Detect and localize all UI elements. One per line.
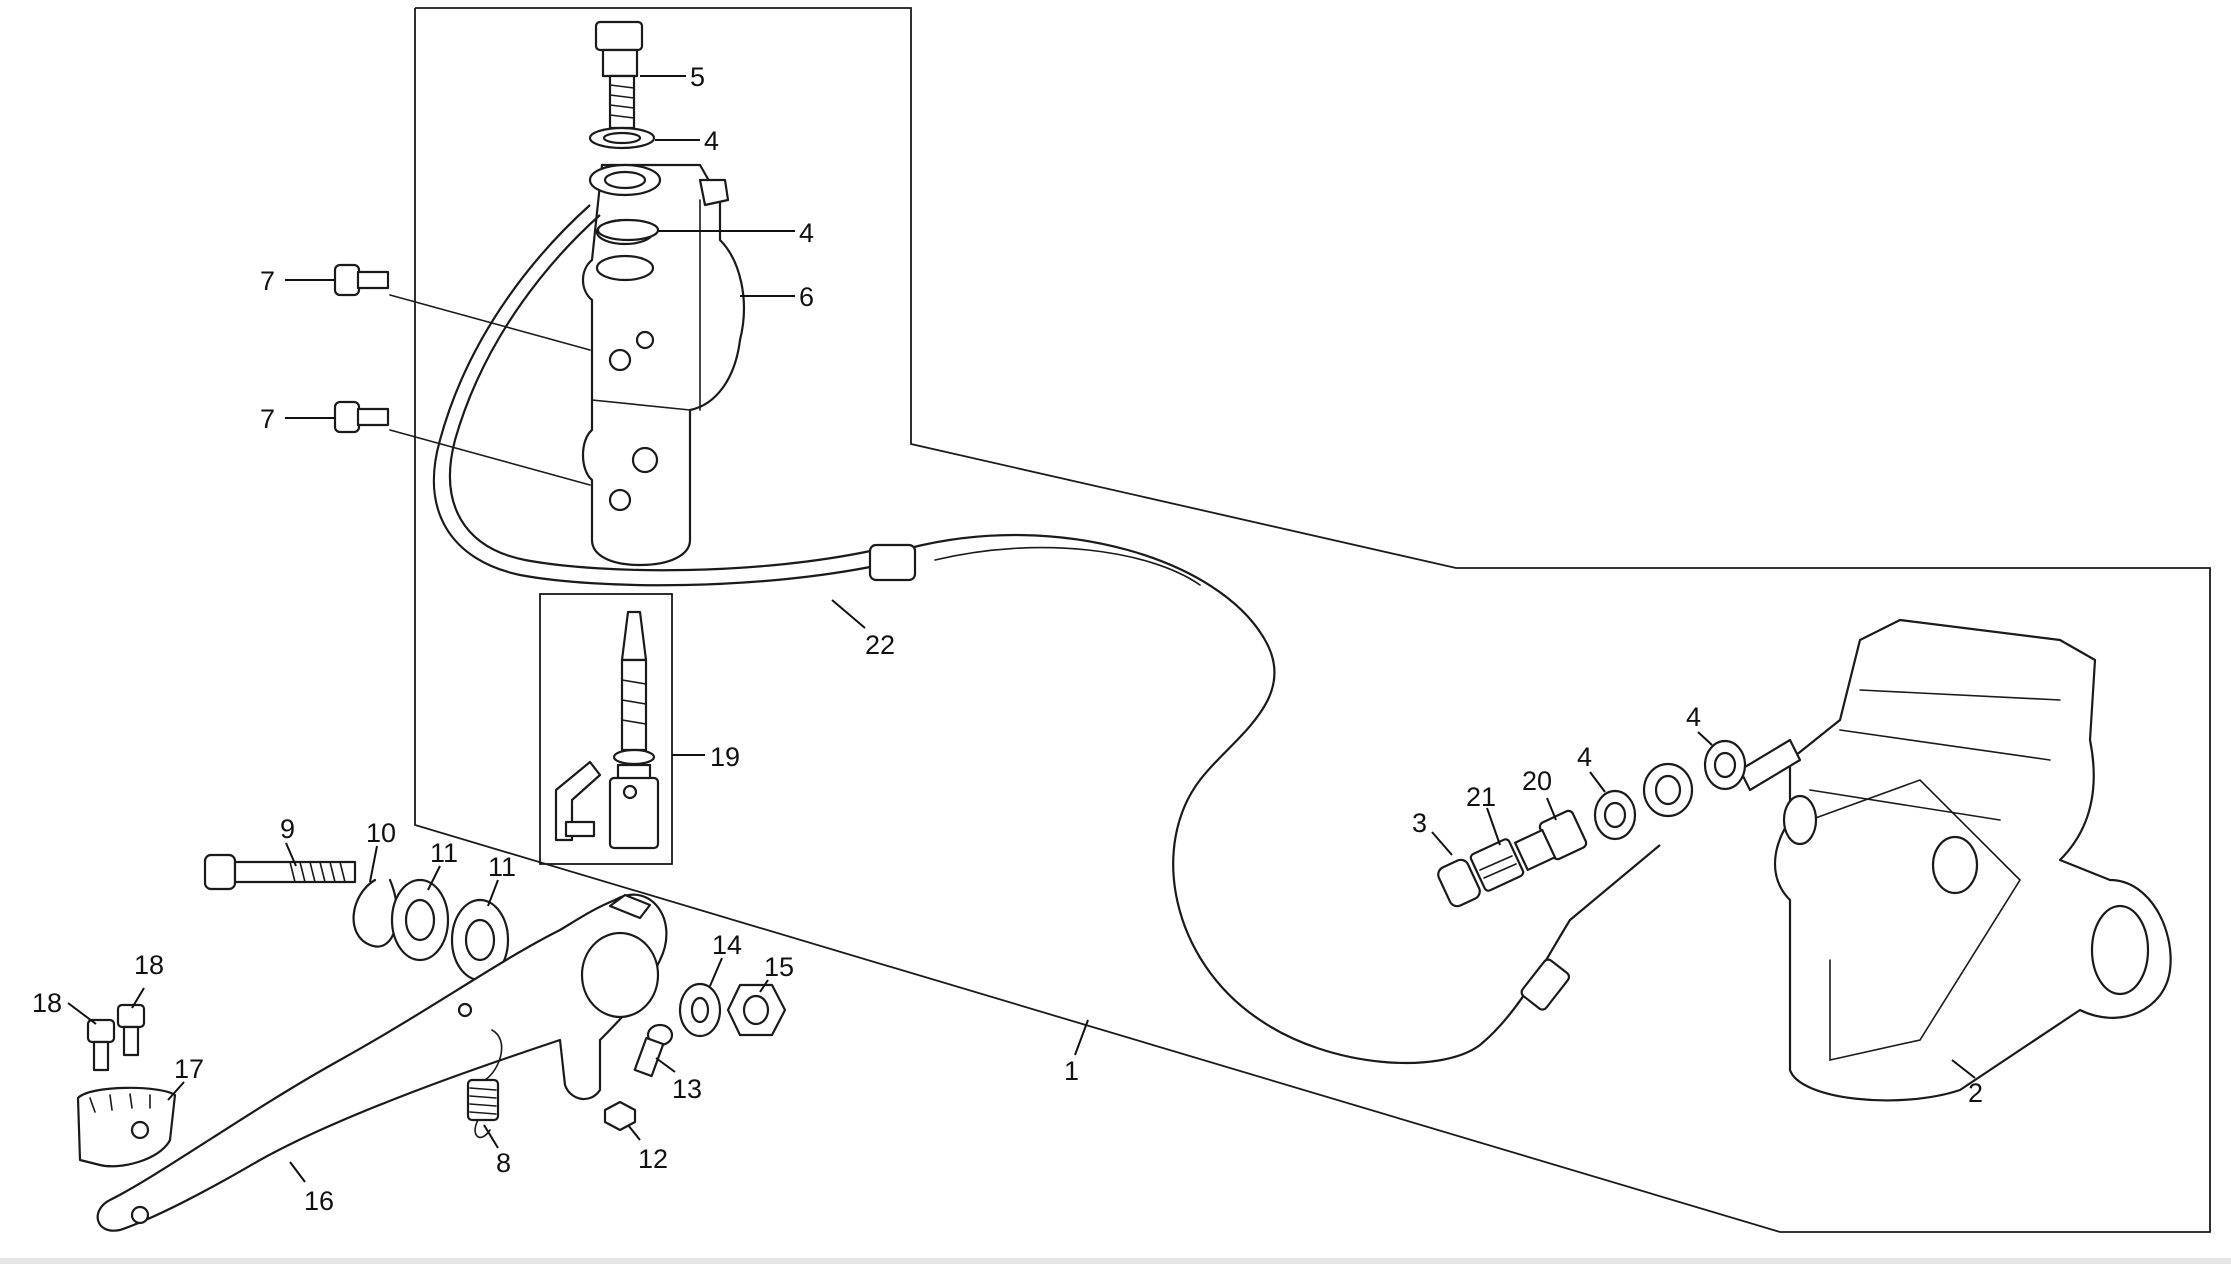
spring-8	[466, 1029, 503, 1139]
callout-3: 3	[1412, 808, 1427, 838]
leader-21	[1486, 807, 1501, 846]
callout-17: 17	[174, 1054, 204, 1084]
callout-8: 8	[496, 1148, 511, 1178]
banjo-bolt-5	[594, 20, 644, 130]
dust-cap-3	[1437, 858, 1481, 908]
leader-12	[627, 1124, 641, 1141]
callout-9: 9	[280, 814, 295, 844]
callout-10: 10	[366, 818, 396, 848]
leader-1	[1074, 1019, 1089, 1056]
bearing-11-left	[390, 878, 450, 962]
leader-9	[285, 842, 297, 867]
step-plate-17	[76, 1086, 177, 1168]
group-outline	[414, 7, 2211, 1233]
brake-line-1-inner	[934, 546, 1201, 586]
upper-hose-22-outer	[448, 214, 876, 572]
leader-14	[709, 957, 723, 987]
callout-1: 1	[1064, 1056, 1079, 1086]
hose-fitting-22	[868, 543, 917, 582]
brake-line-1	[909, 533, 1661, 1065]
leader-13	[655, 1057, 676, 1073]
callout-19: 19	[710, 742, 740, 772]
leader-15	[759, 979, 769, 993]
callout-12: 12	[638, 1144, 668, 1174]
bolt-18-left	[86, 1018, 116, 1072]
callout-21: 21	[1466, 782, 1496, 812]
callout-18-right: 18	[134, 950, 164, 980]
washer-14	[678, 982, 722, 1038]
washer-4-middle	[596, 218, 660, 242]
bottom-border	[0, 1258, 2231, 1264]
bleed-screw-21	[1469, 838, 1525, 892]
callout-18-left: 18	[32, 988, 62, 1018]
leader-10	[369, 845, 378, 883]
leader-17	[167, 1081, 185, 1101]
circlip-10	[352, 878, 399, 948]
washer-4-caliper-b	[1703, 739, 1747, 791]
callout-4-caliper-a: 4	[1577, 742, 1592, 772]
leader-4c	[1589, 771, 1606, 793]
callout-4-middle: 4	[799, 218, 814, 248]
brake-caliper-2	[1738, 618, 2172, 1102]
screw-7-lower	[333, 400, 390, 434]
nut-15	[726, 983, 787, 1037]
callout-2: 2	[1968, 1078, 1983, 1108]
callout-11-right: 11	[488, 852, 516, 882]
callout-7-lower: 7	[260, 404, 275, 434]
callout-11-left: 11	[430, 838, 458, 868]
callout-13: 13	[672, 1074, 702, 1104]
callout-4-upper: 4	[704, 126, 719, 156]
leader-8	[483, 1124, 499, 1149]
nut-12	[603, 1100, 637, 1132]
banjo-bolt-20	[1513, 809, 1588, 872]
leader-11b	[487, 879, 499, 907]
callout-7-upper: 7	[260, 266, 275, 296]
callout-22: 22	[865, 630, 895, 660]
callout-5: 5	[690, 62, 705, 92]
callout-16: 16	[304, 1186, 334, 1216]
brake-pedal-16	[96, 893, 668, 1232]
washer-4-caliper-a	[1593, 789, 1637, 841]
leader-18a	[67, 1002, 97, 1025]
callout-14: 14	[712, 930, 742, 960]
leader-16	[289, 1161, 306, 1183]
callout-15: 15	[764, 952, 794, 982]
upper-hose-22	[432, 204, 881, 587]
leader-22	[831, 599, 866, 629]
screw-13	[633, 1023, 674, 1078]
pivot-bolt-9	[203, 853, 357, 891]
screw-7-upper	[333, 263, 390, 297]
leader-20	[1546, 797, 1557, 821]
leader-11a	[427, 865, 441, 891]
leader-3	[1431, 831, 1453, 856]
leader-18b	[131, 987, 145, 1009]
callout-6: 6	[799, 282, 814, 312]
bearing-11-right	[450, 898, 510, 982]
push-rod-kit-19	[539, 593, 673, 865]
callout-20: 20	[1522, 766, 1552, 796]
leader-4d	[1697, 731, 1713, 746]
leader-2	[1951, 1059, 1976, 1079]
bolt-18-right	[116, 1003, 146, 1057]
callout-4-caliper-b: 4	[1686, 702, 1701, 732]
hose-fitting-1	[1520, 958, 1571, 1011]
